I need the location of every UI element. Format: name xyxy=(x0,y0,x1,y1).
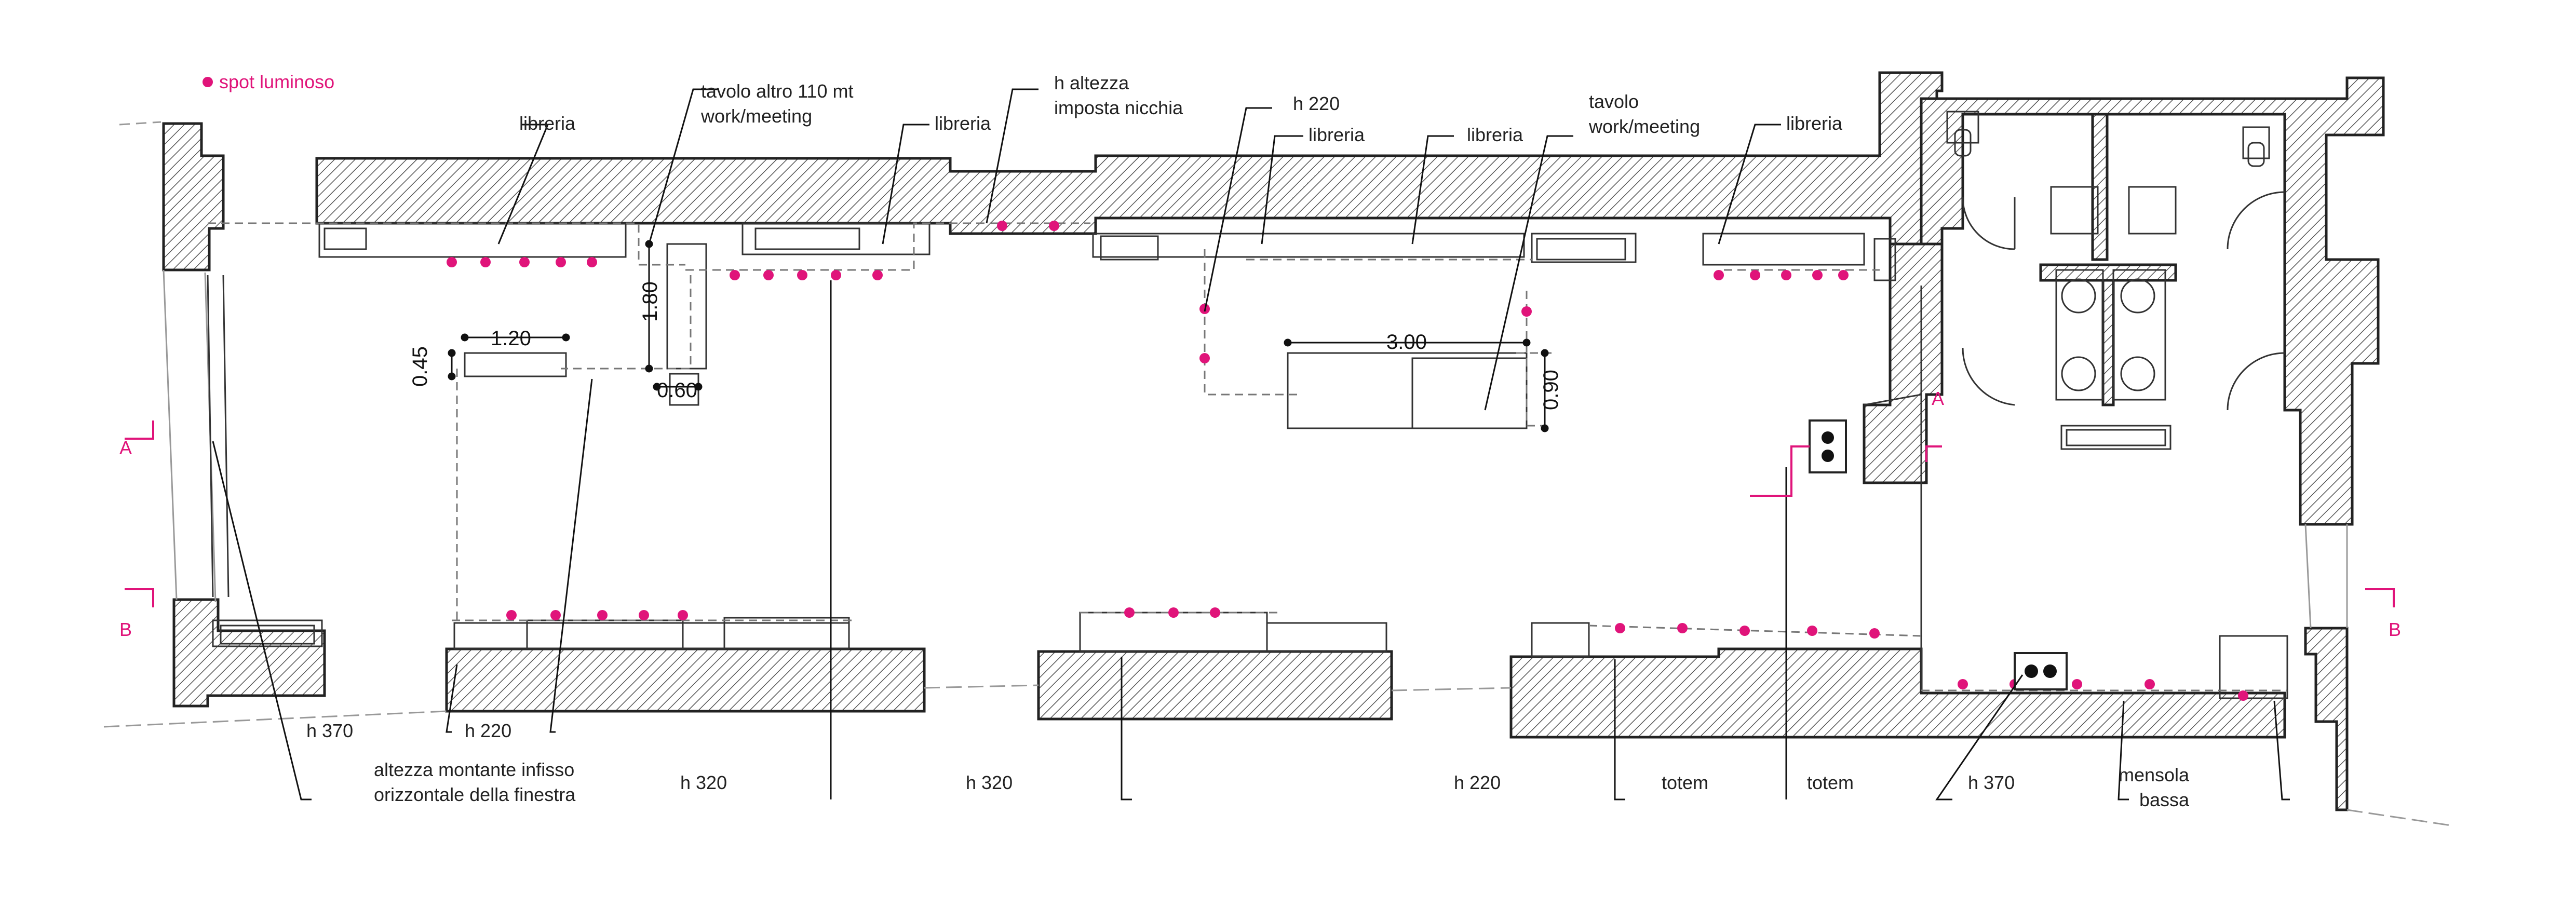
label-mensola: mensola xyxy=(2119,764,2190,785)
dimension-lines xyxy=(448,240,1549,432)
label-work-meeting-2: work/meeting xyxy=(1588,116,1700,137)
spot-light xyxy=(597,610,608,620)
label-h320-1: h 320 xyxy=(680,772,727,793)
dim-1-80: 1.80 xyxy=(639,281,662,322)
spot-light xyxy=(1807,626,1817,636)
label-totem-2: totem xyxy=(1807,772,1854,793)
label-tavolo: tavolo xyxy=(1589,91,1639,112)
label-libreria-1: libreria xyxy=(519,113,576,134)
label-h220-left: h 220 xyxy=(465,720,511,741)
spot-light xyxy=(480,257,491,267)
spot-light xyxy=(831,270,841,280)
label-tavolo-alto: tavolo altro 110 mt xyxy=(701,80,853,102)
leader-lines xyxy=(212,88,2290,801)
spot-light xyxy=(872,270,883,280)
spot-light xyxy=(1210,607,1220,618)
spot-lights xyxy=(447,221,2248,701)
spot-light xyxy=(1958,679,1968,689)
spot-light xyxy=(997,221,1007,231)
walls xyxy=(162,71,2385,811)
dim-0-60: 0.60 xyxy=(657,379,697,402)
totem-units xyxy=(1809,419,2068,690)
spot-light xyxy=(1750,270,1760,280)
spot-light xyxy=(519,257,530,267)
label-h370-left: h 370 xyxy=(306,720,353,741)
spot-light xyxy=(1812,270,1823,280)
spot-light xyxy=(1124,607,1135,618)
spot-light xyxy=(1739,626,1750,636)
annotations: libreria tavolo altro 110 mt work/meetin… xyxy=(306,72,2190,810)
spot-light xyxy=(1615,623,1625,633)
section-mark-a-left: A xyxy=(119,437,132,458)
label-h220-top: h 220 xyxy=(1293,93,1340,114)
label-libreria-5: libreria xyxy=(1786,113,1843,134)
label-h220-bottom: h 220 xyxy=(1454,772,1501,793)
label-altezza-1: altezza montante infisso xyxy=(374,759,574,780)
label-altezza-2: orizzontale della finestra xyxy=(374,784,576,805)
spot-light xyxy=(447,257,457,267)
label-imposta-nicchia: imposta nicchia xyxy=(1054,97,1183,118)
spot-light xyxy=(797,270,807,280)
section-mark-b-right: B xyxy=(2389,619,2401,640)
spot-light xyxy=(1168,607,1179,618)
dim-1-20: 1.20 xyxy=(491,327,531,350)
spot-light xyxy=(1714,270,1724,280)
spot-light xyxy=(550,610,561,620)
label-libreria-3: libreria xyxy=(1309,124,1365,145)
dim-0-45: 0.45 xyxy=(409,346,431,387)
dimension-labels: 1.20 0.45 1.80 0.60 3.00 0.90 xyxy=(409,281,1562,410)
lighting-tracks xyxy=(208,222,2287,691)
spot-light xyxy=(763,270,774,280)
spot-light xyxy=(730,270,740,280)
spot-light xyxy=(556,257,566,267)
spot-light xyxy=(587,257,597,267)
spot-light xyxy=(1677,623,1688,633)
legend-spot-dot xyxy=(203,77,213,87)
spot-light xyxy=(1838,270,1849,280)
label-bassa: bassa xyxy=(2139,789,2190,810)
spot-light xyxy=(2072,679,2082,689)
spot-light xyxy=(1049,221,1059,231)
label-libreria-2: libreria xyxy=(935,113,991,134)
section-marks xyxy=(125,420,2395,607)
outer-contour-lines xyxy=(103,121,2451,826)
label-h370-right: h 370 xyxy=(1968,772,2015,793)
spot-light xyxy=(639,610,649,620)
label-totem-1: totem xyxy=(1662,772,1708,793)
spot-light xyxy=(506,610,517,620)
spot-light xyxy=(1521,306,1532,317)
label-work-meeting-1: work/meeting xyxy=(700,105,812,127)
spot-light xyxy=(2238,690,2248,701)
spot-light xyxy=(2145,679,2155,689)
legend-spot-label: spot luminoso xyxy=(219,71,334,92)
spot-light xyxy=(1199,353,1210,363)
label-h320-2: h 320 xyxy=(966,772,1013,793)
section-mark-b-left: B xyxy=(119,619,132,640)
spot-light xyxy=(1869,628,1880,639)
spot-light xyxy=(678,610,688,620)
section-mark-a-right: A xyxy=(1932,388,1944,409)
label-libreria-4: libreria xyxy=(1467,124,1523,145)
dim-0-90: 0.90 xyxy=(1540,370,1562,410)
spot-light xyxy=(1781,270,1791,280)
label-h-altezza: h altezza xyxy=(1054,72,1129,93)
dim-3-00: 3.00 xyxy=(1386,331,1427,354)
